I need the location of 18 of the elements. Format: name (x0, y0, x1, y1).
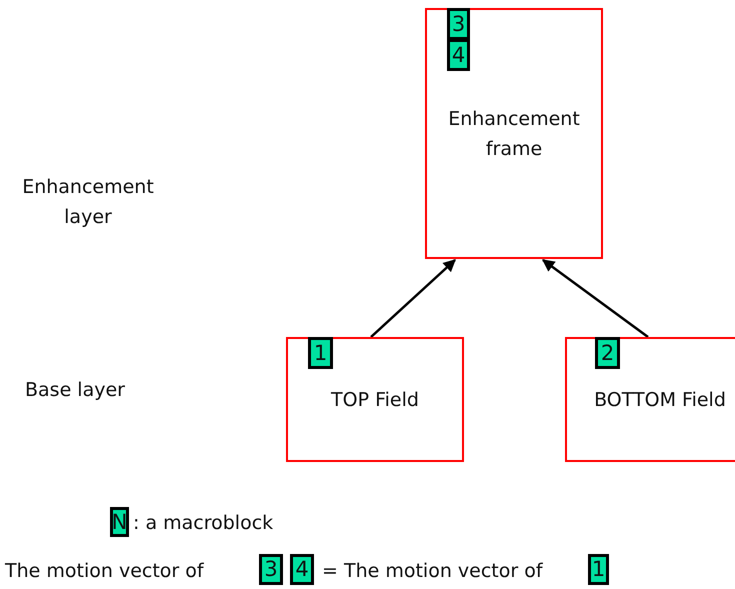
frame-box: 2 BOTTOM Field (565, 337, 735, 462)
arrow (542, 259, 649, 338)
macroblock-box: 1 (308, 337, 333, 369)
frame-box: 1 TOP Field (286, 337, 464, 462)
macroblock-box: 2 (595, 337, 620, 369)
layer-label: = The motion vector of (322, 559, 543, 584)
macroblock-box: 4 (290, 554, 314, 585)
layer-label: Base layer (25, 378, 125, 403)
macroblock-box: 3 (259, 554, 283, 585)
macroblock-box: 3 (447, 8, 470, 40)
macroblock-box: 4 (447, 39, 470, 71)
arrow (370, 259, 456, 338)
layer-label: The motion vector of (5, 559, 204, 584)
frame-box: 3 4 Enhancement frame (425, 8, 603, 259)
macroblock-box: 1 (588, 554, 609, 585)
macroblock-box: N (110, 507, 129, 537)
layer-label: : a macroblock (133, 511, 274, 536)
layer-label: Enhancement layer (21, 175, 155, 230)
